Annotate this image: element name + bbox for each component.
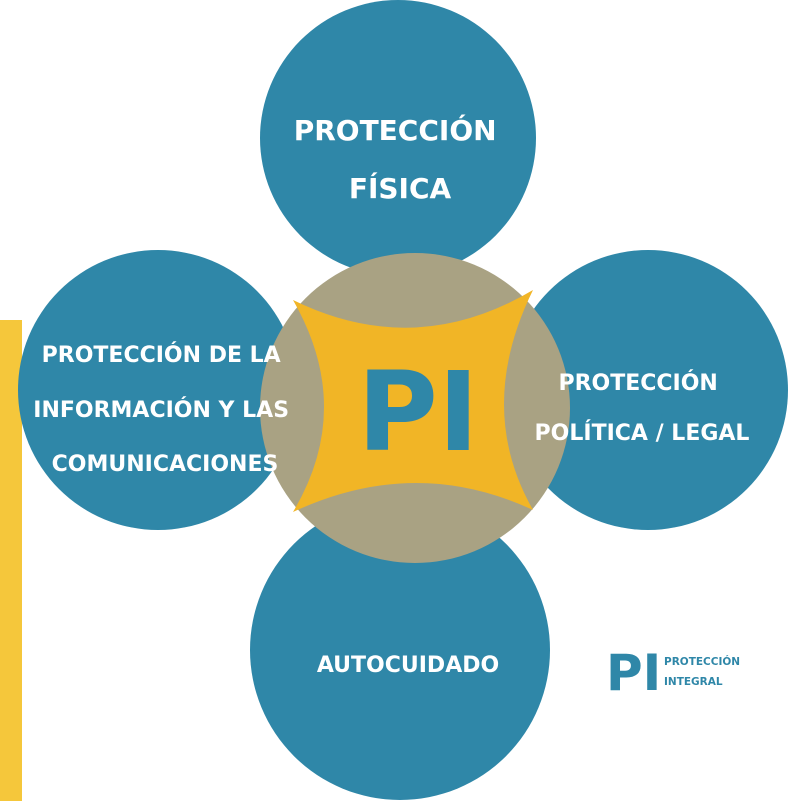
center-label: PI <box>357 348 479 476</box>
petal-left-label: PROTECCIÓN DE LA INFORMACIÓN Y LAS COMUN… <box>33 342 296 477</box>
petal-bottom-circle <box>250 500 550 800</box>
petal-top-line-2: FÍSICA <box>349 171 452 205</box>
petal-top-circle <box>260 0 536 276</box>
center-core-shape <box>293 290 533 512</box>
brand-logo-line-1: PROTECCIÓN <box>664 655 740 668</box>
petal-top-line-1: PROTECCIÓN <box>294 113 497 147</box>
brand-logo: PI PROTECCIÓN INTEGRAL <box>606 644 740 702</box>
petal-right-label: PROTECCIÓN POLÍTICA / LEGAL <box>535 370 750 446</box>
petal-right-line-1: PROTECCIÓN <box>558 370 717 396</box>
petal-left-line-3: COMUNICACIONES <box>52 452 279 477</box>
petal-left-line-2: INFORMACIÓN Y LAS <box>33 397 289 423</box>
brand-logo-line-2: INTEGRAL <box>664 676 723 688</box>
petal-bottom-label: AUTOCUIDADO <box>317 653 499 678</box>
petal-left-circle <box>18 250 298 530</box>
petal-right-line-2: POLÍTICA / LEGAL <box>535 420 750 446</box>
side-accent-bar <box>0 320 22 801</box>
petal-left-line-1: PROTECCIÓN DE LA <box>42 342 281 368</box>
petal-top-label: PROTECCIÓN FÍSICA <box>294 113 507 205</box>
brand-logo-mark: PI <box>606 644 661 702</box>
petal-right-circle <box>508 250 788 530</box>
